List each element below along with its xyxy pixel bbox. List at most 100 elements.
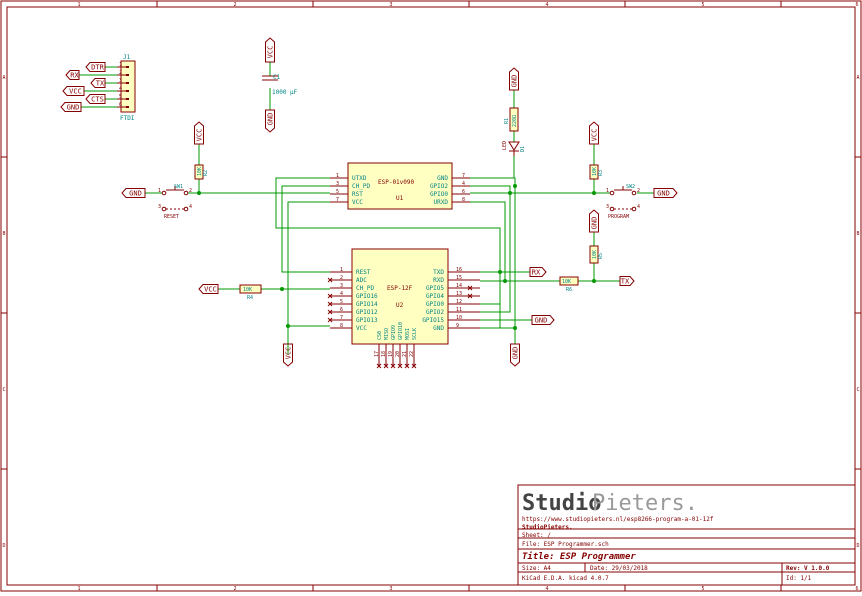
r3-ref: R3 xyxy=(598,170,604,176)
esp12-pin-num-1: 1 xyxy=(340,267,343,273)
j1-pin-3: 3 xyxy=(119,78,122,84)
esp12-pin-num-8: 8 xyxy=(340,323,343,329)
esp01-pin-gpio2: GPIO2 xyxy=(430,183,448,190)
sw-prog-pin2: 2 xyxy=(637,188,640,194)
esp12-pin-num-19: 19 xyxy=(388,351,394,357)
sw-prog-pin3: 3 xyxy=(606,204,609,210)
sw-prog-ref: SW2 xyxy=(626,184,635,190)
switch-reset: SW1 1 2 3 4 RESET xyxy=(158,184,192,220)
frame-col-bottom-1: 1 xyxy=(77,586,80,592)
sw-reset-pin4: 4 xyxy=(189,204,192,210)
frame-row-left-A: A xyxy=(2,75,5,81)
esp12-pin-miso: MISO xyxy=(384,328,390,340)
esp01-pin-rst: RST xyxy=(352,191,363,198)
frame-row-right-B: B xyxy=(856,231,859,237)
esp12-pin-num-16: 16 xyxy=(456,267,462,273)
esp01-value: ESP-01v090 xyxy=(378,179,415,186)
title-tool: KiCad E.D.A. kicad 4.0.7 xyxy=(522,575,609,582)
resistor-r5: R5 10K xyxy=(589,245,604,264)
sw-prog-pin4: 4 xyxy=(637,204,640,210)
title-url: https://www.studiopieters.nl/esp8266-pro… xyxy=(522,516,714,523)
wires xyxy=(79,62,654,354)
esp12-pin-ch_pd-left: CH_PD xyxy=(356,285,374,292)
esp12-pin-num-3: 3 xyxy=(340,283,343,289)
resistor-r3: R3 10K xyxy=(589,164,604,180)
r4-vcc-flag: VCC xyxy=(204,286,217,294)
esp12-pin-num-17: 17 xyxy=(374,351,380,357)
j1-label-gnd: GND xyxy=(67,104,80,112)
esp01-pin-ch_pd: CH_PD xyxy=(352,183,370,190)
resistor-r1: R1 220Ω xyxy=(504,107,519,132)
frame-col-bottom-2: 2 xyxy=(233,586,236,592)
frame-col-bottom-5: 5 xyxy=(701,586,704,592)
c1-gnd-flag: GND xyxy=(267,113,275,126)
j1-pin-6: 6 xyxy=(119,102,122,108)
frame-col-top-1: 1 xyxy=(77,2,80,8)
program-gnd-flag: GND xyxy=(657,190,670,198)
esp12-pin-num-5: 5 xyxy=(340,299,343,305)
title-date: Date: 29/03/2018 xyxy=(590,565,648,572)
j1-pin-5: 5 xyxy=(119,94,122,100)
r3-vcc-flag: VCC xyxy=(591,129,599,142)
r3-value: 10K xyxy=(592,167,598,176)
esp12-pin-vcc-left: VCC xyxy=(356,325,367,332)
esp12-pin-num-6: 6 xyxy=(340,307,343,313)
title-rev: Rev: V 1.0.0 xyxy=(786,565,830,572)
reset-gnd-flag: GND xyxy=(129,190,142,198)
esp12-pin-gpio12-left: GPIO12 xyxy=(356,309,378,316)
c1-vcc-flag: VCC xyxy=(267,46,275,59)
esp12-pin-num-22: 22 xyxy=(409,351,415,357)
frame-col-top-6: 6 xyxy=(855,2,858,8)
sw-reset-pin2: 2 xyxy=(189,188,192,194)
frame-row-right-C: C xyxy=(856,387,859,393)
esp12-pin-num-7: 7 xyxy=(340,315,343,321)
r2-vcc-flag: VCC xyxy=(196,129,204,142)
sw-reset-pin3: 3 xyxy=(158,204,161,210)
r5-value: 10K xyxy=(592,250,598,259)
r5-ref: R5 xyxy=(598,253,604,259)
esp12-pin-num-21: 21 xyxy=(402,351,408,357)
brand-logo-light: Pieters. xyxy=(592,491,698,516)
c1-ref: C1 xyxy=(273,74,281,81)
r6-ref: R6 xyxy=(566,287,572,293)
esp12-pin-gpio2-right: GPIO2 xyxy=(426,309,444,316)
esp01-pin-num-7-right: 7 xyxy=(462,173,465,179)
esp12-pin-txd-right: TXD xyxy=(433,269,444,276)
esp12-pin-gpio9: GPIO9 xyxy=(391,325,397,340)
esp12-pin-gpio5-right: GPIO5 xyxy=(426,285,444,292)
esp01-pin-num-3-left: 3 xyxy=(336,181,339,187)
sw-reset-value: RESET xyxy=(164,214,179,220)
esp12-pin-num-20: 20 xyxy=(395,351,401,357)
esp12-pin-rest-left: REST xyxy=(356,269,371,276)
frame-row-left-B: B xyxy=(2,231,5,237)
resistor-r2: R2 10K xyxy=(194,164,209,180)
r2-value: 10K xyxy=(197,167,203,176)
j1-label-vcc: VCC xyxy=(69,88,82,96)
esp12-pin-gnd-right: GND xyxy=(433,325,444,332)
sw-reset-ref: SW1 xyxy=(174,184,183,190)
led-value: LED xyxy=(502,141,508,150)
esp01-pin-num-6-right: 6 xyxy=(462,189,465,195)
frame-col-bottom-6: 6 xyxy=(855,586,858,592)
j1-pin-2: 2 xyxy=(119,70,122,76)
esp12-pin-num-4: 4 xyxy=(340,291,343,297)
r1-ref: R1 xyxy=(504,118,510,124)
esp12-pin-rxd-right: RXD xyxy=(433,277,444,284)
esp12-pin-num-15: 15 xyxy=(456,275,462,281)
frame-row-right-D: D xyxy=(856,543,859,549)
esp12-pin-num-9: 9 xyxy=(456,323,459,329)
capacitor-c1: C1 1000 µF xyxy=(262,74,298,96)
title-title: Title: ESP Programmer xyxy=(522,551,636,562)
tx-net-label: TX xyxy=(621,278,630,286)
j1-label-tx: TX xyxy=(96,80,105,88)
inner-frame xyxy=(6,6,856,586)
esp12-pin-gpio14-left: GPIO14 xyxy=(356,301,378,308)
esp12-pin-sclk: SCLK xyxy=(412,328,418,340)
